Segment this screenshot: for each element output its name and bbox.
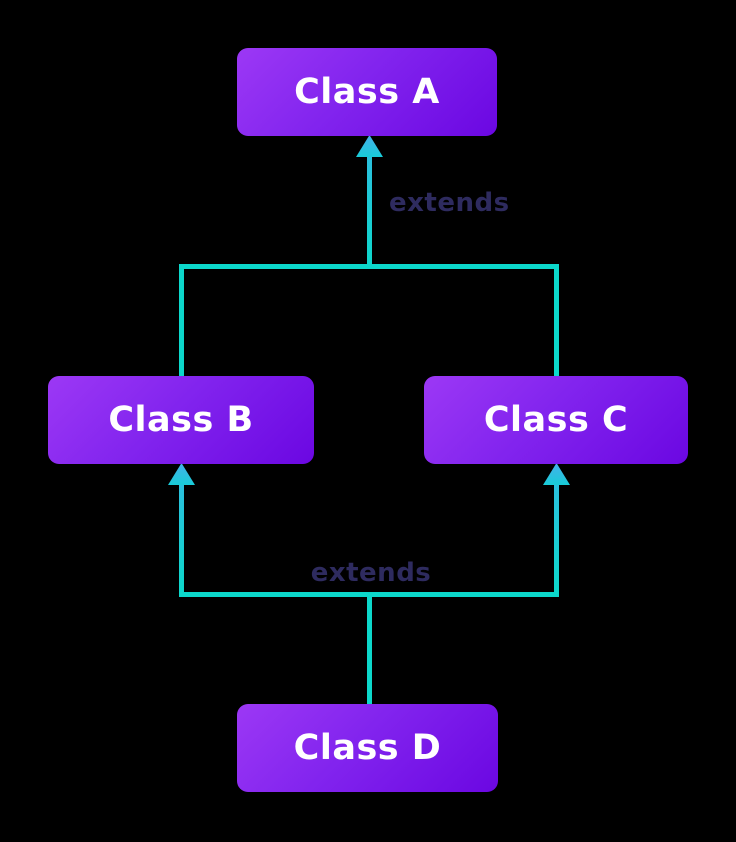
node-label: Class B [108,400,254,440]
node-class-a: Class A [237,48,497,136]
node-class-d: Class D [237,704,498,792]
arrow-shaft-to-class-b [179,483,184,595]
connector-top-left-vertical [179,264,184,377]
node-label: Class A [294,72,440,112]
arrowhead-up-icon [543,463,570,485]
arrow-shaft-to-class-c [554,483,559,595]
edge-label-extends-top: extends [389,188,510,218]
arrowhead-up-icon [356,135,383,157]
arrowhead-up-icon [168,463,195,485]
connector-bottom-center-vertical [367,592,372,705]
node-class-c: Class C [424,376,688,464]
node-label: Class D [293,728,442,768]
arrow-shaft-to-class-a [367,155,372,269]
node-label: Class C [483,400,629,440]
edge-label-extends-bottom: extends [310,558,432,588]
connector-top-right-vertical [554,264,559,377]
node-class-b: Class B [48,376,314,464]
